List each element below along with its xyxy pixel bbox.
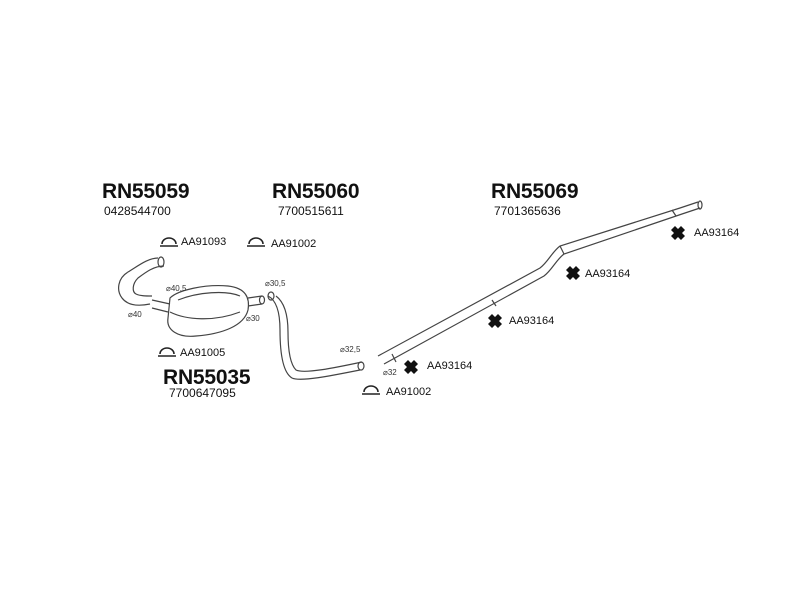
accessory-code: AA93164	[509, 315, 555, 327]
diameter-label: ⌀30	[246, 314, 260, 323]
rear-pipe	[377, 200, 703, 365]
front-pipe	[118, 256, 165, 306]
accessory-code: AA91005	[180, 347, 226, 359]
accessory-code: AA91002	[386, 386, 432, 398]
oem-number: 7701365636	[494, 204, 561, 218]
intermediate-pipe	[267, 291, 365, 380]
accessory-code: AA93164	[427, 360, 473, 372]
diameter-label: ⌀40,5	[166, 284, 187, 293]
silencer	[151, 285, 266, 337]
accessory-code: AA91093	[181, 236, 227, 248]
accessory-code: AA91002	[271, 238, 317, 250]
accessory-code: AA93164	[694, 227, 740, 239]
part-code: RN55035	[163, 366, 251, 389]
diameter-label: ⌀40	[128, 310, 142, 319]
oem-number: 0428544700	[104, 204, 171, 218]
oem-number: 7700647095	[169, 386, 236, 400]
part-code: RN55060	[272, 180, 360, 203]
diameter-label: ⌀30,5	[265, 279, 286, 288]
diameter-label: ⌀32	[383, 368, 397, 377]
part-code: RN55069	[491, 180, 579, 203]
oem-number: 7700515611	[278, 204, 344, 218]
part-code: RN55059	[102, 180, 190, 203]
rubber-mount-icon	[404, 226, 685, 374]
clamp-icon	[158, 237, 380, 395]
accessory-code: AA93164	[585, 268, 631, 280]
diameter-label: ⌀32,5	[340, 345, 361, 354]
